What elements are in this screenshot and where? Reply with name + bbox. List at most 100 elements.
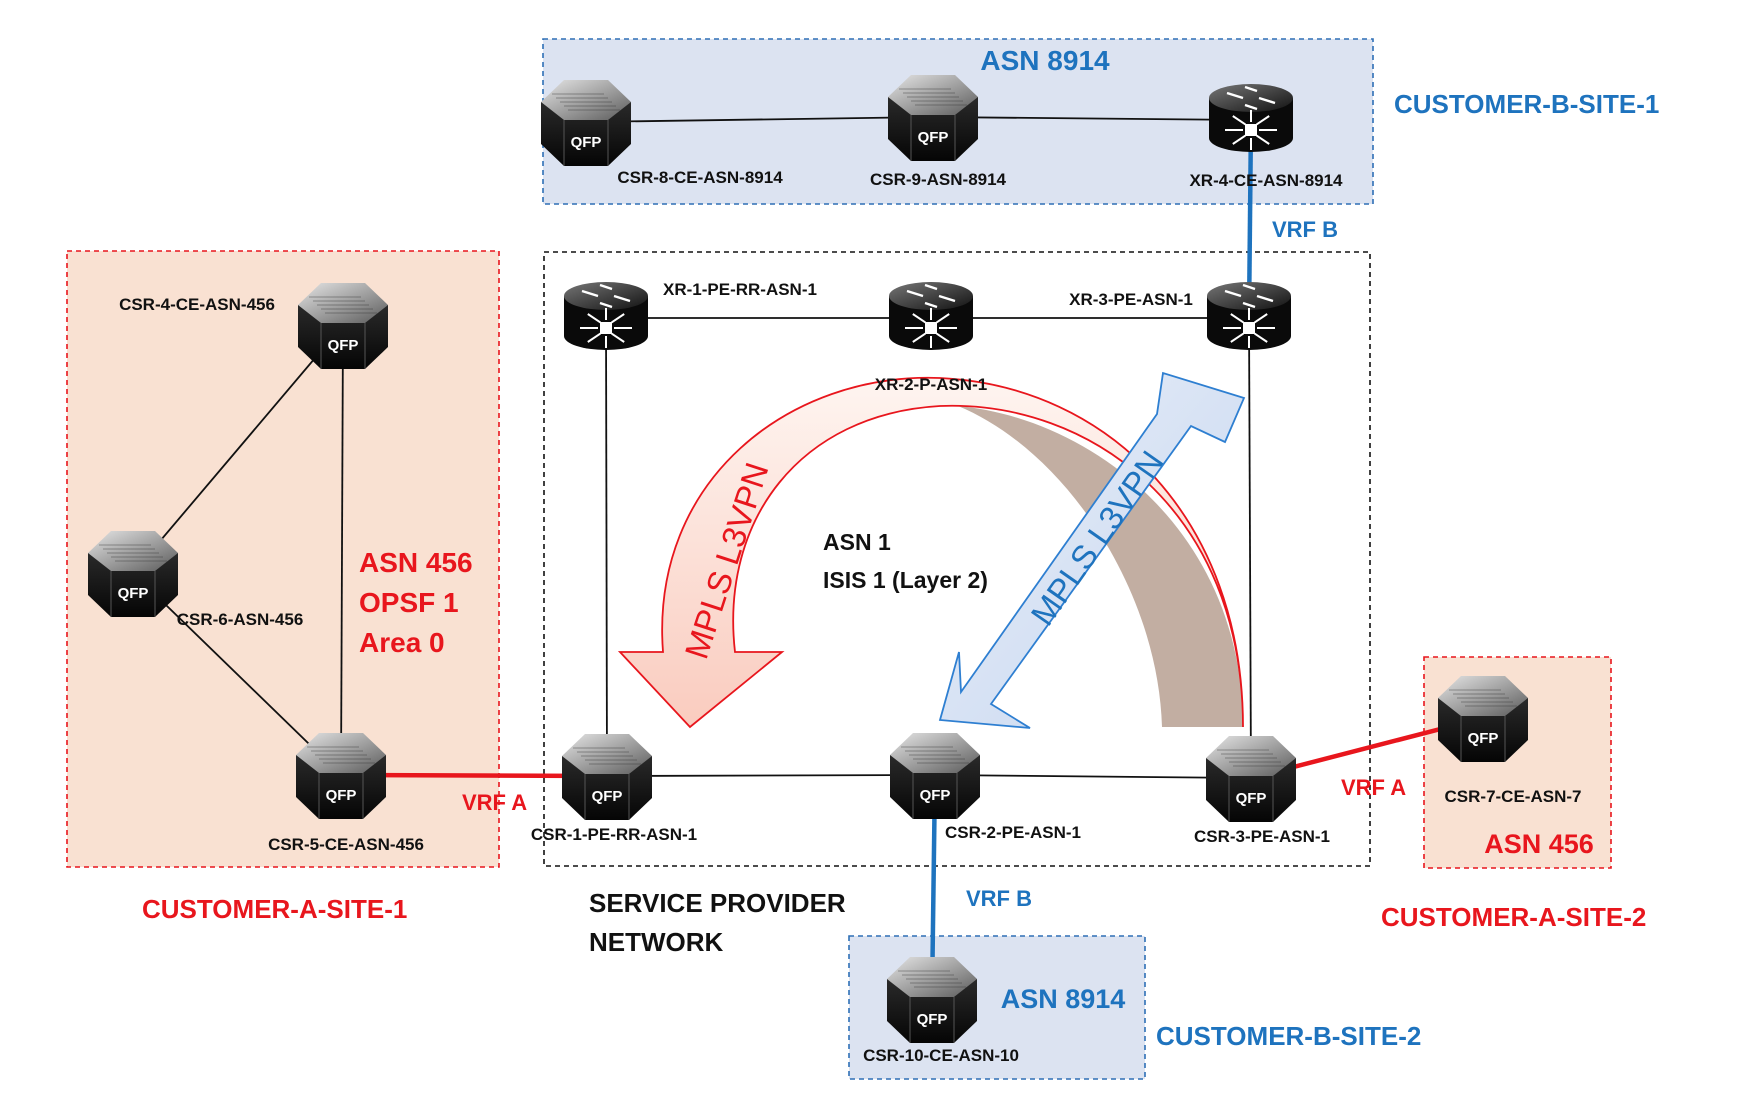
router-label-csr6: CSR-6-ASN-456 <box>177 610 304 629</box>
link-csr4-csr5 <box>340 324 344 776</box>
router-csr1[interactable]: QFP CSR-1-PE-RR-ASN-1 <box>531 734 697 844</box>
qfp-badge: QFP <box>917 1011 948 1028</box>
qfp-router-icon: QFP <box>88 531 178 617</box>
router-label-csr10: CSR-10-CE-ASN-10 <box>863 1046 1019 1065</box>
router-xr3[interactable]: XR-3-PE-ASN-1 <box>1069 282 1291 350</box>
xr-spokes <box>905 308 957 348</box>
xr-top-arrows <box>1226 85 1276 111</box>
brown-band <box>958 406 1243 727</box>
qfp-router-edge <box>912 773 958 819</box>
link-label-xr4-xr3: VRF B <box>1272 217 1338 242</box>
qfp-router-edge <box>563 120 609 166</box>
router-label-xr1: XR-1-PE-RR-ASN-1 <box>663 280 817 299</box>
router-label-csr7: CSR-7-CE-ASN-7 <box>1445 787 1582 806</box>
qfp-router-icon: QFP <box>888 75 978 161</box>
qfp-router-edge <box>909 997 955 1043</box>
link-csr1-csr2 <box>606 774 936 777</box>
router-csr5[interactable]: QFP CSR-5-CE-ASN-456 <box>268 733 424 854</box>
xr-spokes <box>580 308 632 348</box>
router-label-csr3: CSR-3-PE-ASN-1 <box>1194 827 1330 846</box>
router-xr2[interactable]: XR-2-P-ASN-1 <box>875 282 987 394</box>
qfp-badge: QFP <box>920 787 951 804</box>
xr-hub <box>1245 124 1257 136</box>
xr-router-top <box>1207 282 1291 310</box>
qfp-badge: QFP <box>328 337 359 354</box>
router-label-xr2: XR-2-P-ASN-1 <box>875 375 987 394</box>
link-label-csr3-csr7: VRF A <box>1341 775 1406 800</box>
xr-router-icon <box>889 282 973 350</box>
router-label-csr1: CSR-1-PE-RR-ASN-1 <box>531 825 697 844</box>
qfp-router-edge <box>320 323 366 369</box>
link-csr9-xr4 <box>932 116 1252 121</box>
qfp-badge: QFP <box>326 787 357 804</box>
service-provider-label-line2: NETWORK <box>589 927 724 957</box>
link-label-csr2-csr10: VRF B <box>966 886 1032 911</box>
xr-router-top <box>1209 84 1293 112</box>
service-provider-asn: ASN 1 <box>823 529 891 555</box>
router-csr8[interactable]: QFP CSR-8-CE-ASN-8914 <box>541 80 783 187</box>
router-label-csr2: CSR-2-PE-ASN-1 <box>945 823 1081 842</box>
zone-customer-b-site-1-asn: ASN 8914 <box>980 45 1110 76</box>
xr-router-icon <box>1207 282 1291 350</box>
xr-router-top <box>889 282 973 310</box>
router-label-csr5: CSR-5-CE-ASN-456 <box>268 835 424 854</box>
router-label-csr8: CSR-8-CE-ASN-8914 <box>617 168 783 187</box>
zone-customer-b-site-2-label: CUSTOMER-B-SITE-2 <box>1156 1021 1421 1051</box>
router-xr1[interactable]: XR-1-PE-RR-ASN-1 <box>564 280 817 350</box>
xr-spokes <box>1225 110 1277 150</box>
xr-hub <box>925 322 937 334</box>
router-xr4[interactable]: XR-4-CE-ASN-8914 <box>1189 84 1343 190</box>
zone-customer-a-site-1-label: CUSTOMER-A-SITE-1 <box>142 894 407 924</box>
qfp-router-edge <box>1460 716 1506 762</box>
qfp-router-edge <box>584 774 630 820</box>
xr-top-arrows <box>1224 283 1274 309</box>
qfp-router-edge <box>1228 776 1274 822</box>
qfp-badge: QFP <box>1236 790 1267 807</box>
qfp-badge: QFP <box>571 134 602 151</box>
zone-customer-a-site-2-asn: ASN 456 <box>1484 829 1594 859</box>
router-csr10[interactable]: QFP CSR-10-CE-ASN-10 <box>863 957 1019 1065</box>
qfp-badge: QFP <box>118 585 149 602</box>
router-label-csr4: CSR-4-CE-ASN-456 <box>119 295 275 314</box>
router-csr4[interactable]: QFP CSR-4-CE-ASN-456 <box>119 283 388 369</box>
link-csr8-csr9 <box>585 116 934 123</box>
service-provider-igp: ISIS 1 (Layer 2) <box>823 567 988 593</box>
qfp-badge: QFP <box>1468 730 1499 747</box>
qfp-router-edge <box>318 773 364 819</box>
link-csr2-csr3 <box>934 774 1252 779</box>
qfp-router-icon: QFP <box>1206 736 1296 822</box>
qfp-router-icon: QFP <box>298 283 388 369</box>
qfp-router-icon: QFP <box>562 734 652 820</box>
qfp-badge: QFP <box>592 788 623 805</box>
router-csr6[interactable]: QFP CSR-6-ASN-456 <box>88 531 303 629</box>
qfp-router-edge <box>110 571 156 617</box>
blue-arrow-body <box>938 371 1246 729</box>
router-csr3[interactable]: QFP CSR-3-PE-ASN-1 <box>1194 736 1330 846</box>
qfp-router-icon: QFP <box>890 733 980 819</box>
qfp-router-icon: QFP <box>541 80 631 166</box>
router-csr2[interactable]: QFP CSR-2-PE-ASN-1 <box>890 733 1081 842</box>
router-csr9[interactable]: QFP CSR-9-ASN-8914 <box>870 75 1007 189</box>
qfp-router-icon: QFP <box>887 957 977 1043</box>
qfp-router-edge <box>910 115 956 161</box>
router-label-csr9: CSR-9-ASN-8914 <box>870 170 1007 189</box>
xr-hub <box>600 322 612 334</box>
qfp-router-icon: QFP <box>296 733 386 819</box>
link-xr3-csr3 <box>1248 317 1252 779</box>
qfp-badge: QFP <box>918 129 949 146</box>
xr-top-arrows <box>906 283 956 309</box>
xr-router-icon <box>564 282 648 350</box>
link-csr4-csr6 <box>132 324 344 574</box>
router-label-xr4: XR-4-CE-ASN-8914 <box>1189 171 1343 190</box>
router-label-xr3: XR-3-PE-ASN-1 <box>1069 290 1193 309</box>
zone-customer-a-site-1-igp: OPSF 1 <box>359 587 459 618</box>
link-csr6-csr5 <box>132 572 342 776</box>
zone-customer-b-site-1-label: CUSTOMER-B-SITE-1 <box>1394 89 1659 119</box>
router-csr7[interactable]: QFP CSR-7-CE-ASN-7 <box>1438 676 1581 806</box>
xr-top-arrows <box>581 283 631 309</box>
service-provider-label-line1: SERVICE PROVIDER <box>589 888 846 918</box>
xr-spokes <box>1223 308 1275 348</box>
